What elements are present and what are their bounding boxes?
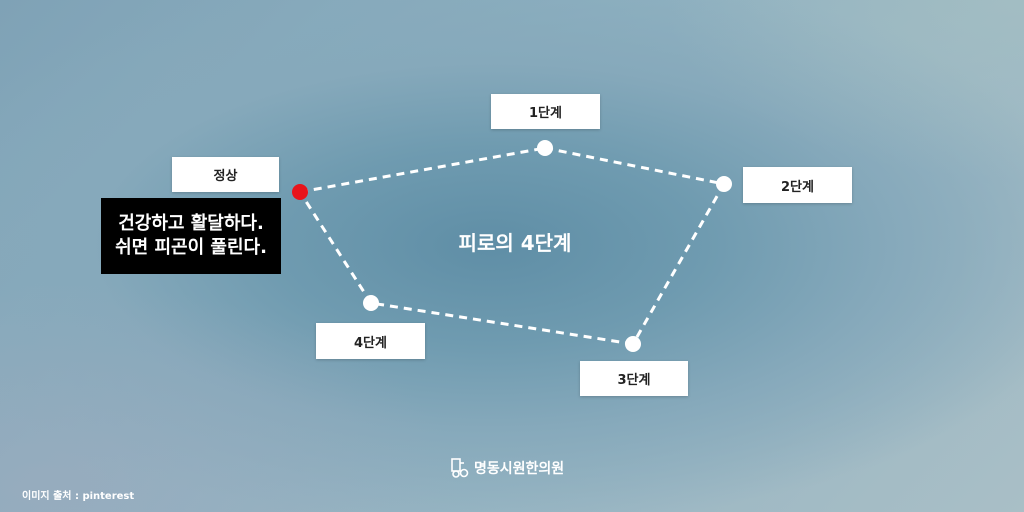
normal-dot — [292, 184, 308, 200]
normal-label: 정상 — [172, 157, 279, 192]
stage3-label: 3단계 — [580, 361, 688, 396]
stage2-dot — [716, 176, 732, 192]
normal-note: 건강하고 활달하다. 쉬면 피곤이 풀린다. — [101, 198, 281, 274]
stage4-label: 4단계 — [316, 323, 425, 359]
normal-note-line1: 건강하고 활달하다. — [118, 213, 264, 234]
edge-stage3-to-stage4 — [370, 301, 634, 346]
stage1-dot — [537, 140, 553, 156]
stage1-label: 1단계 — [491, 94, 600, 129]
normal-note-line2: 쉬면 피곤이 풀린다. — [115, 237, 267, 258]
clinic-logo: 명동시원한의원 — [450, 456, 564, 480]
diagram-title: 피로의 4단계 — [458, 230, 572, 255]
cycle-path — [298, 146, 726, 346]
stage4-dot — [363, 295, 379, 311]
edge-normal-to-stage1 — [299, 146, 546, 194]
image-source: 이미지 출처 : pinterest — [22, 491, 135, 502]
edge-stage2-to-stage3 — [631, 183, 726, 345]
edge-stage1-to-stage2 — [544, 146, 725, 186]
edge-stage4-to-normal — [298, 191, 373, 304]
stage3-dot — [625, 336, 641, 352]
stage2-label: 2단계 — [743, 167, 852, 203]
clinic-name: 명동시원한의원 — [474, 461, 565, 477]
clinic-logo-icon — [451, 458, 469, 478]
